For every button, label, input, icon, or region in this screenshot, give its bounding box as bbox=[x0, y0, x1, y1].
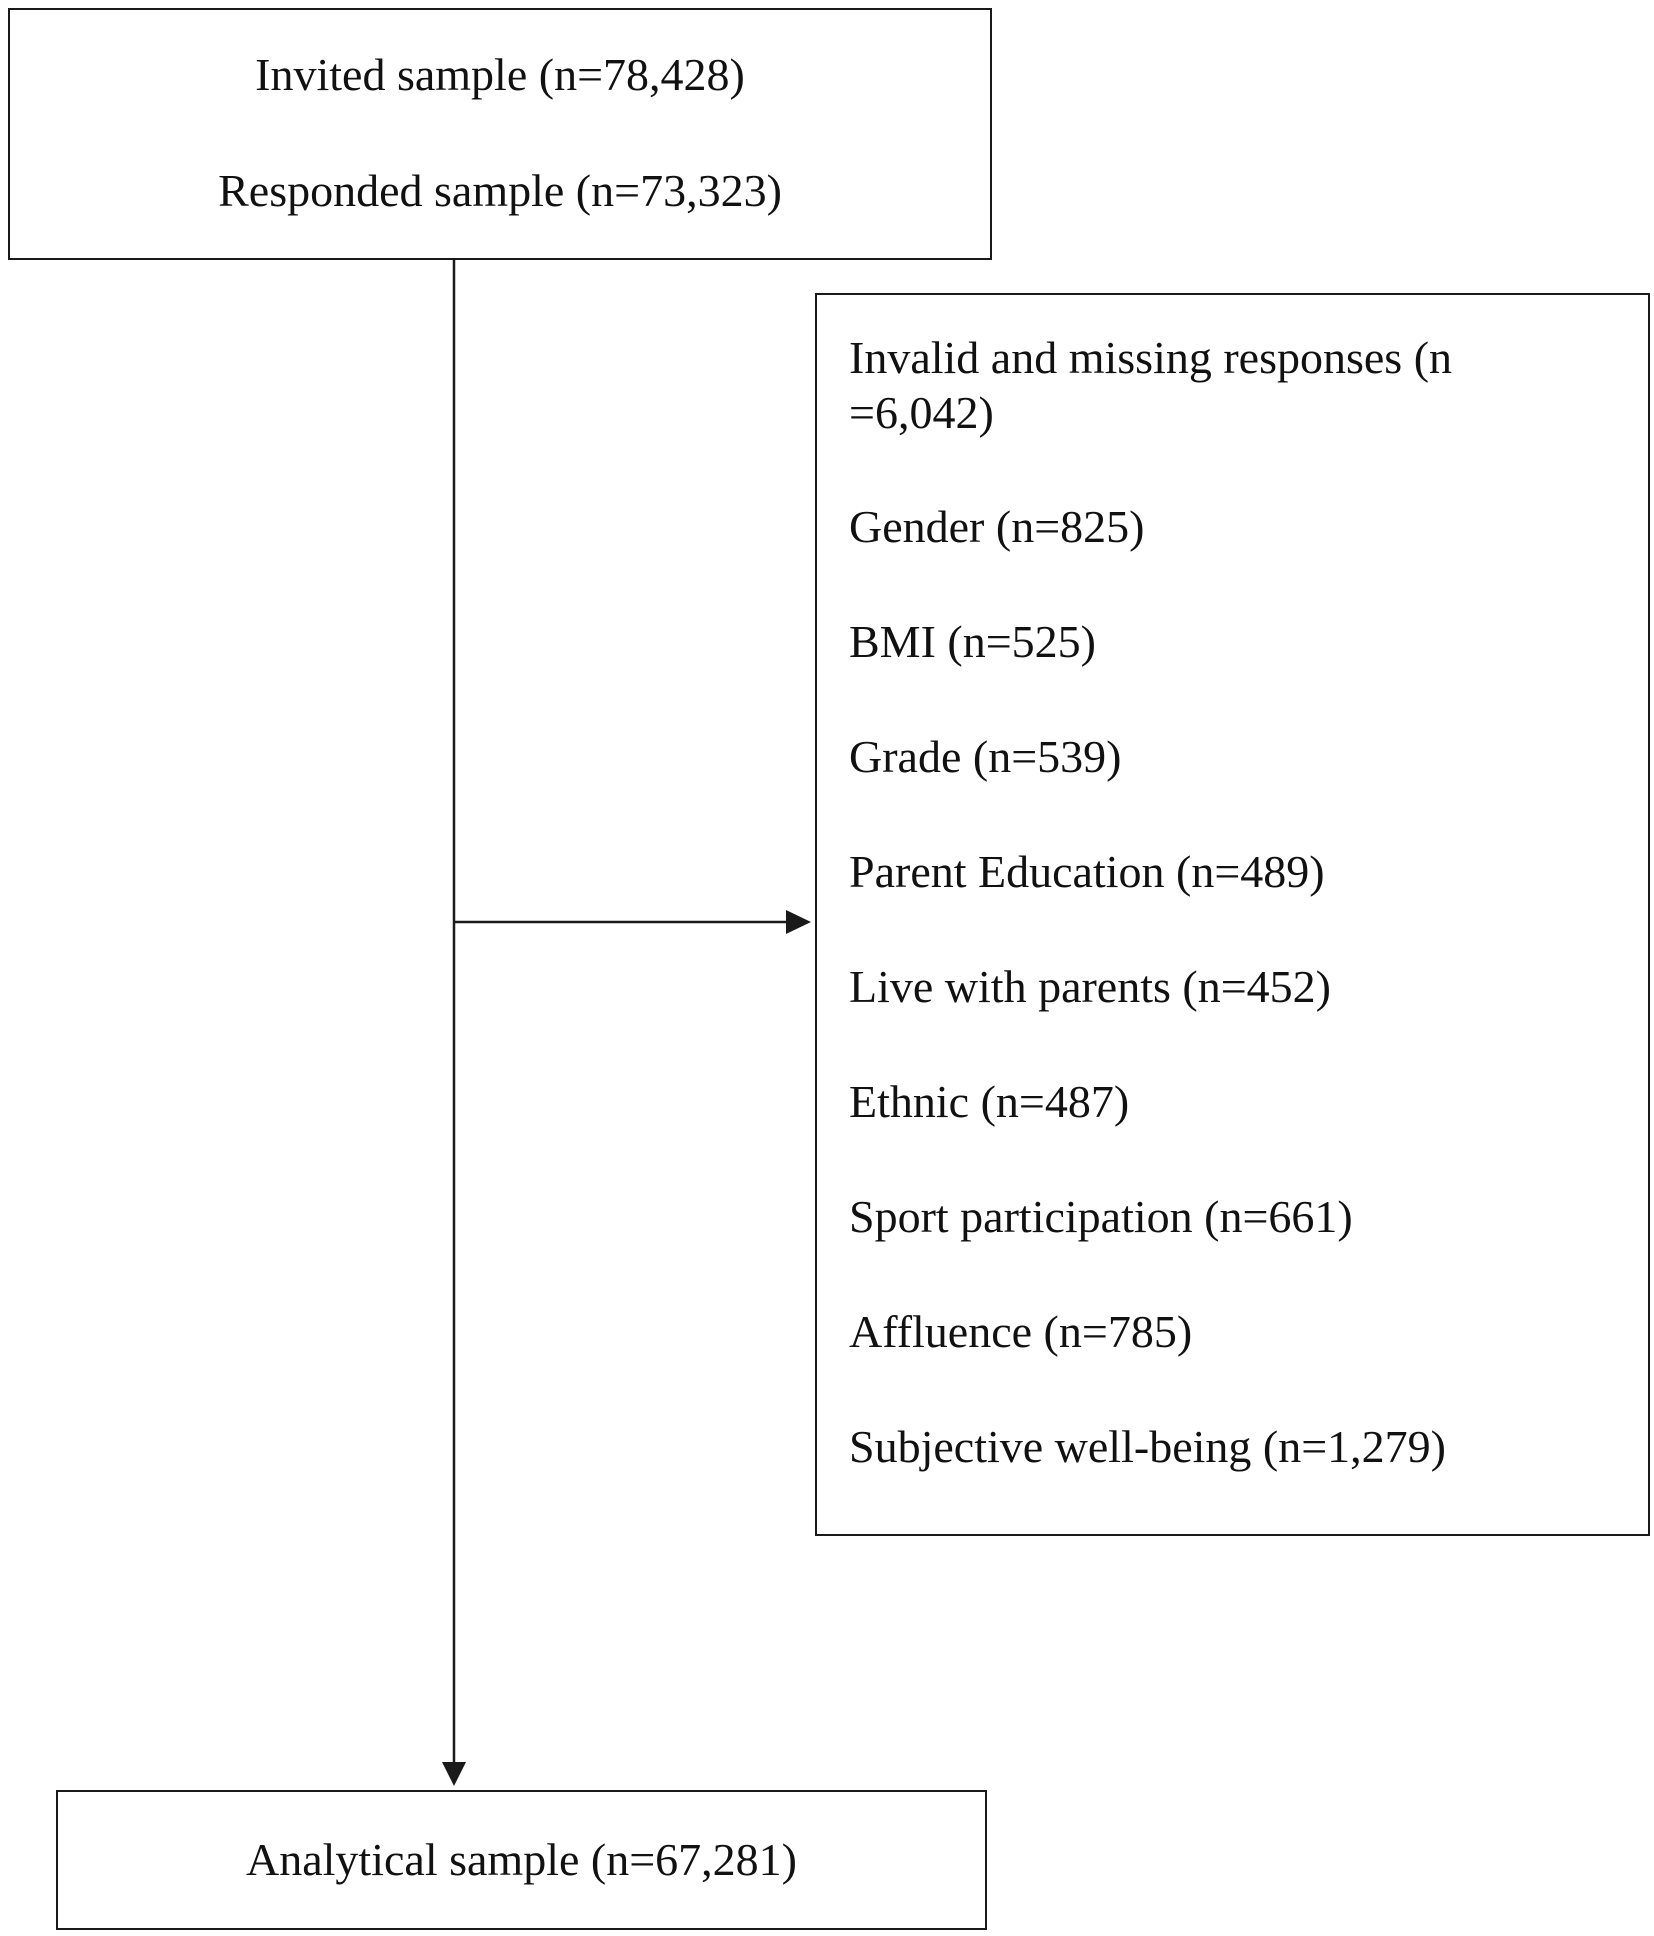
analytical-sample-label: Analytical sample (n=67,281) bbox=[246, 1834, 797, 1885]
exclusion-header: Invalid and missing responses (n =6,042) bbox=[849, 332, 1453, 438]
exclusion-item-affluence: Affluence (n=785) bbox=[849, 1306, 1193, 1357]
exclusion-box: Invalid and missing responses (n =6,042)… bbox=[815, 293, 1650, 1536]
exclusion-item-sport-participation: Sport participation (n=661) bbox=[849, 1191, 1353, 1242]
exclusion-item-bmi: BMI (n=525) bbox=[849, 616, 1096, 667]
responded-sample-label: Responded sample (n=73,323) bbox=[218, 165, 782, 216]
exclusion-item-ethnic: Ethnic (n=487) bbox=[849, 1076, 1130, 1127]
right-arrowhead bbox=[786, 910, 811, 934]
invited-sample-label: Invited sample (n=78,428) bbox=[255, 49, 745, 100]
exclusion-item-subjective-well-being: Subjective well-being (n=1,279) bbox=[849, 1421, 1446, 1472]
exclusion-item-gender: Gender (n=825) bbox=[849, 501, 1145, 552]
exclusion-item-live-with-parents: Live with parents (n=452) bbox=[849, 961, 1331, 1012]
exclusion-item-parent-education: Parent Education (n=489) bbox=[849, 846, 1325, 897]
exclusion-item-grade: Grade (n=539) bbox=[849, 731, 1122, 782]
analytical-sample-box: Analytical sample (n=67,281) bbox=[56, 1790, 987, 1930]
down-arrowhead bbox=[442, 1762, 466, 1786]
enrollment-box: Invited sample (n=78,428) Responded samp… bbox=[8, 8, 992, 260]
